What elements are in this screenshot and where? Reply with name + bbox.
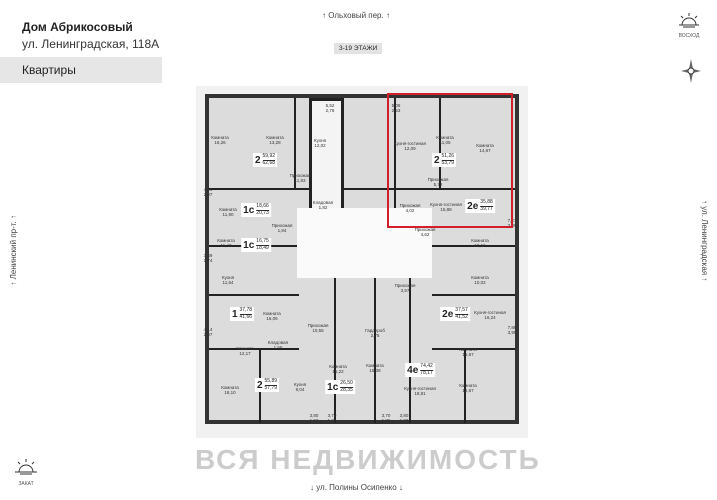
elevator-shaft (309, 98, 344, 213)
tab-apartments[interactable]: Квартиры (0, 57, 162, 83)
sunset-indicator: ЗАКАТ (12, 458, 40, 487)
building-floor-plan (205, 94, 519, 424)
compass-rose-icon (681, 59, 701, 83)
sunrise-label: ВОСХОД (678, 33, 700, 39)
street-left-label: Ленинский пр-т. (9, 221, 18, 280)
watermark-logo: ВСЯ НЕДВИЖИМОСТЬ (195, 444, 541, 475)
street-right-label: ул. Ленинградская (700, 206, 709, 276)
compass (679, 56, 703, 91)
street-right: ↑ ул. Ленинградская ↑ (700, 200, 709, 282)
street-left: ↑ Ленинский пр-т. ↑ (9, 215, 18, 286)
street-bottom-label: ул. Полины Осипенко (316, 483, 397, 492)
street-bottom: ↓ ул. Полины Осипенко ↓ (310, 483, 403, 492)
building-title: Дом Абрикосовый (22, 20, 133, 34)
building-address: ул. Ленинградская, 118А (22, 37, 160, 51)
sunrise-indicator: ВОСХОД (676, 12, 702, 39)
corridor (297, 208, 432, 278)
sunset-icon (15, 459, 37, 475)
floor-badge: 3-19 ЭТАЖИ (334, 43, 383, 54)
sunset-label: ЗАКАТ (18, 481, 34, 487)
street-top: ↑ Ольховый пер. ↑ (322, 11, 390, 20)
street-top-label: Ольховый пер. (328, 11, 384, 20)
sunrise-icon (679, 13, 699, 28)
